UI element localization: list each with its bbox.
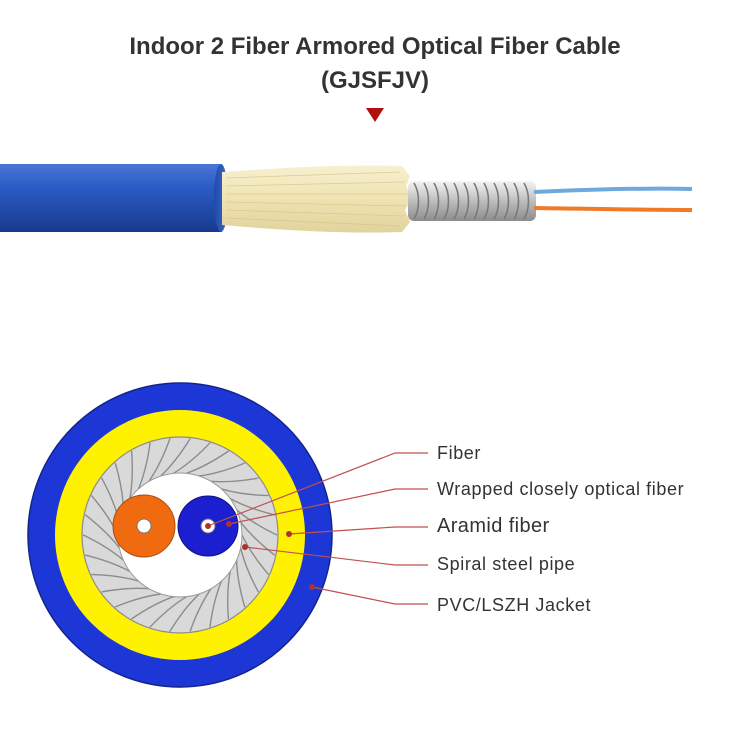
cable-cross-section (27, 382, 333, 688)
spiral-steel-pipe-side (408, 181, 536, 221)
cable-side-view (0, 164, 693, 233)
leader-wrapped (228, 488, 428, 525)
outer-jacket-side (0, 164, 222, 232)
steel-vane (137, 442, 151, 490)
steel-vane (101, 587, 150, 593)
spiral-ridge (473, 182, 480, 220)
fiber-orange-core (136, 518, 152, 534)
title-line-1: Indoor 2 Fiber Armored Optical Fiber Cab… (129, 33, 621, 60)
steel-vane (239, 547, 260, 593)
steel-vane (114, 593, 161, 608)
steel-vane (129, 450, 133, 499)
steel-vane (149, 596, 187, 628)
steel-vane (229, 497, 276, 516)
steel-vane (240, 521, 276, 556)
spiral-ridge (463, 182, 470, 220)
title-line-2: (GJSFJV) (320, 67, 430, 94)
steel-vane (227, 571, 231, 620)
steel-vane (221, 488, 269, 497)
label-spiral-steel-pipe: Spiral steel pipe (437, 554, 576, 574)
steel-vane (236, 509, 278, 536)
spiral-ridge (413, 182, 420, 220)
leader-dots (205, 521, 315, 590)
steel-vane (189, 588, 212, 632)
steel-vane (131, 596, 174, 620)
steel-vane (91, 573, 139, 582)
fiber-blue-side (533, 186, 693, 194)
spiral-ridge (443, 182, 450, 220)
spiral-ridge (453, 182, 460, 220)
steel-vane (235, 560, 246, 608)
aramid-yarn-side (222, 165, 412, 233)
spiral-ridge (483, 182, 490, 220)
down-triangle-icon (366, 108, 384, 122)
spiral-ridge (433, 182, 440, 220)
steel-vane (84, 554, 131, 573)
steel-vane (160, 438, 191, 477)
jacket-outline (27, 382, 333, 688)
spiral-ridge (513, 182, 520, 220)
steel-vane (186, 450, 229, 474)
label-aramid-fiber: Aramid fiber (437, 515, 550, 537)
fiber-orange-side (533, 206, 693, 212)
spiral-ridge (493, 182, 500, 220)
spiral-ridge (503, 182, 510, 220)
steel-vane (173, 442, 211, 474)
steel-vane (148, 438, 171, 482)
steel-vane (84, 514, 120, 549)
spiral-ridge (523, 182, 530, 220)
steel-vane (210, 477, 259, 483)
leader-aramid (288, 526, 428, 535)
steel-vane (209, 580, 223, 628)
steel-vane (199, 462, 246, 477)
label-fiber: Fiber (437, 443, 482, 463)
leader-fiber (207, 452, 428, 527)
spiral-ridge (423, 182, 430, 220)
leader-steel (244, 546, 428, 566)
label-wrapped-closely-optical-fiber: Wrapped closely optical fiber (437, 479, 685, 499)
leader-lines (207, 452, 428, 605)
steel-vane (241, 534, 270, 576)
label-pvc-lszh-jacket: PVC/LSZH Jacket (437, 595, 592, 615)
steel-vane (82, 534, 124, 561)
diagram-title: Indoor 2 Fiber Armored Optical Fiber Cab… (0, 30, 750, 98)
leader-jacket (311, 586, 428, 605)
steel-vane (169, 593, 200, 632)
